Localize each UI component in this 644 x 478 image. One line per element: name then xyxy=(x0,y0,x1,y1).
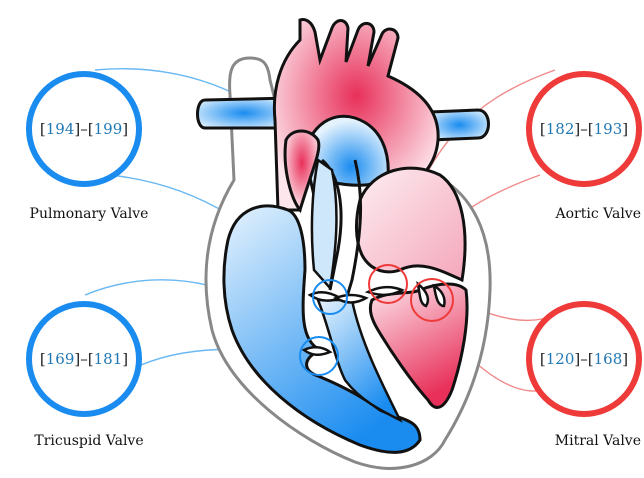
mitral-ref-end[interactable]: 168 xyxy=(594,350,623,368)
aortic-valve-label: Aortic Valve xyxy=(555,206,641,222)
pulmonary-valve-label: Pulmonary Valve xyxy=(30,206,149,222)
mitral-ref-start[interactable]: 120 xyxy=(546,350,575,368)
tricuspid-ref-start[interactable]: 169 xyxy=(46,350,75,368)
tricuspid-ref-end[interactable]: 181 xyxy=(94,350,123,368)
pulmonary-ref-end[interactable]: 199 xyxy=(94,120,123,138)
right-atrium-blue xyxy=(312,160,337,288)
pulmonary-citation: [194]–[199] xyxy=(40,120,128,138)
mitral-valve-label: Mitral Valve xyxy=(555,433,641,449)
left-atrium xyxy=(356,168,465,280)
tricuspid-citation: [169]–[181] xyxy=(40,350,128,368)
pulmonary-ref-start[interactable]: 194 xyxy=(46,120,75,138)
aortic-ref-start[interactable]: 182 xyxy=(546,120,575,138)
tricuspid-valve-label: Tricuspid Valve xyxy=(34,433,143,449)
aortic-ref-end[interactable]: 193 xyxy=(594,120,623,138)
mitral-citation: [120]–[168] xyxy=(540,350,628,368)
aortic-citation: [182]–[193] xyxy=(540,120,628,138)
